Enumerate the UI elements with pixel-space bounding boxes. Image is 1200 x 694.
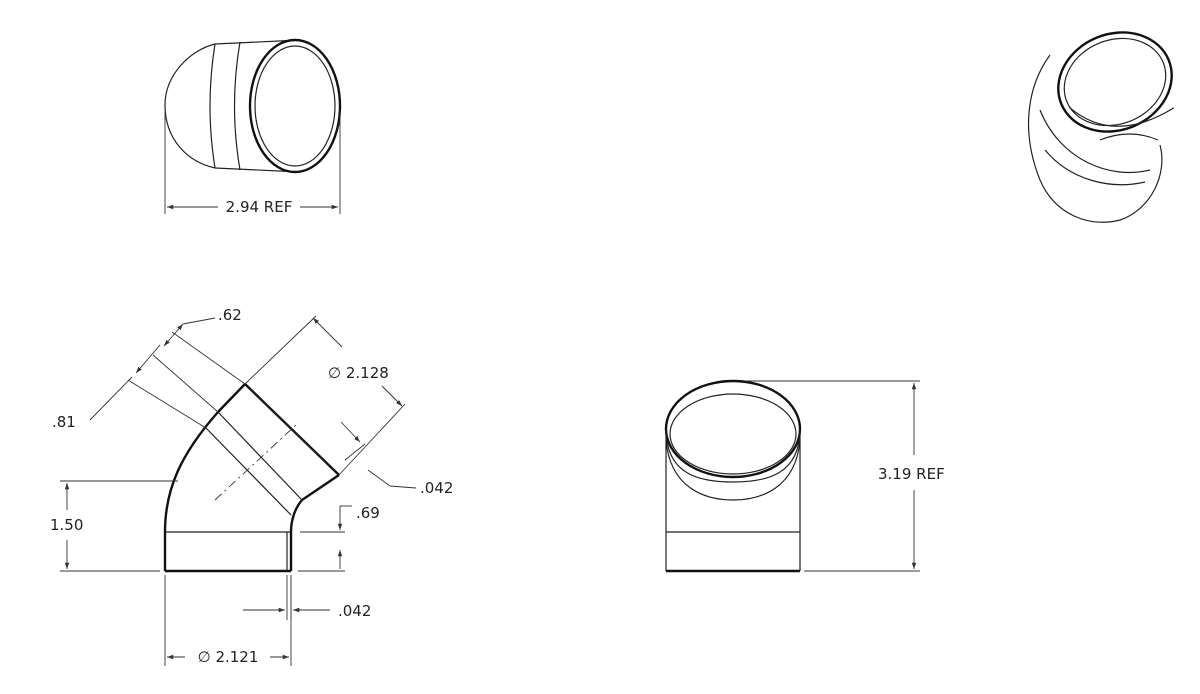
dim-socket-bottom-length: .69 bbox=[356, 504, 380, 522]
dim-diameter-bottom: ∅ 2.121 bbox=[198, 648, 259, 666]
front-view bbox=[60, 315, 417, 666]
dim-height: 1.50 bbox=[50, 516, 83, 534]
dim-socket-top-diameter: ∅ 2.128 bbox=[328, 364, 389, 382]
top-view bbox=[164, 38, 342, 214]
isometric-view bbox=[1027, 31, 1175, 223]
dim-wall-top: .042 bbox=[420, 479, 453, 497]
dim-offset: .81 bbox=[52, 413, 76, 431]
dim-socket-top-length: .62 bbox=[218, 306, 242, 324]
dim-side-height: 3.19 REF bbox=[878, 465, 945, 483]
dim-wall-bottom: .042 bbox=[338, 602, 371, 620]
side-view bbox=[664, 379, 920, 573]
dim-top-width: 2.94 REF bbox=[226, 198, 293, 216]
